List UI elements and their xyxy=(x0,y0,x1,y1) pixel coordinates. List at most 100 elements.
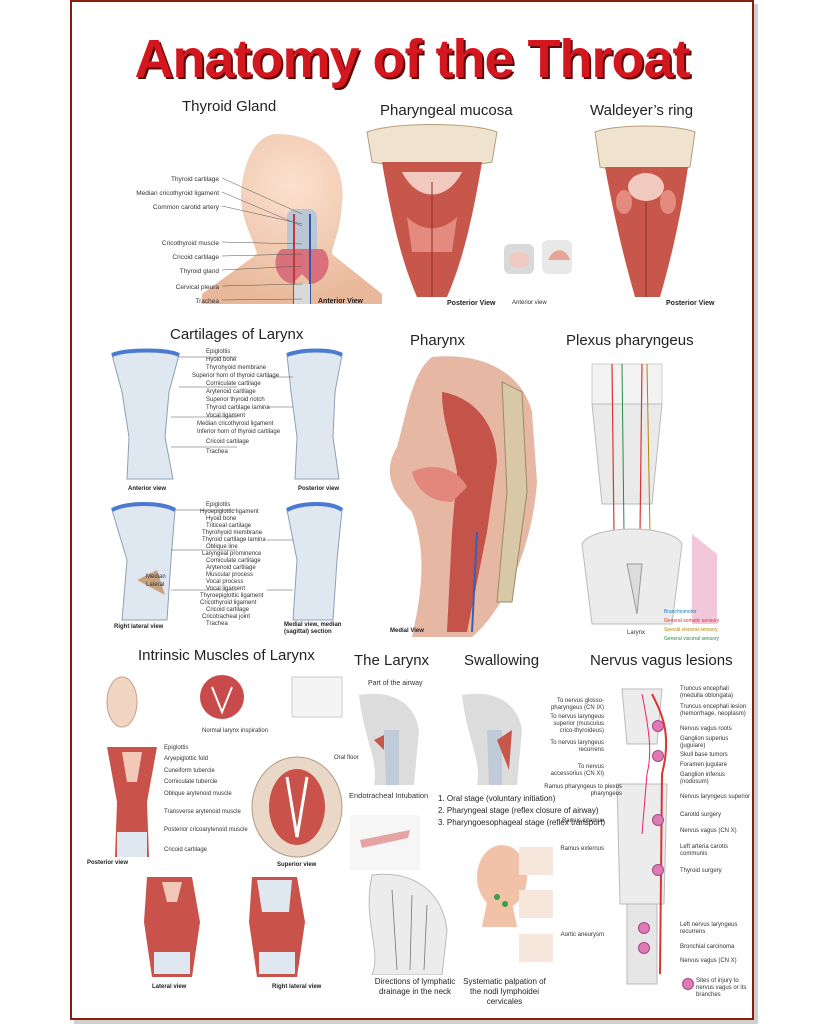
injury-site-marker xyxy=(652,814,664,826)
cartilage-label: Cricoid cartilage xyxy=(206,439,250,445)
cartilages-view-a: Anterior view xyxy=(128,486,167,492)
vagus-left-label: To nervus glosso-pharyngeus (CN IX) xyxy=(550,698,604,711)
intubation-illustration xyxy=(350,815,420,870)
vagus-right-label: Carotid surgery xyxy=(680,812,722,818)
palpation-caption: Systematic palpation of the nodi lymphoi… xyxy=(463,977,546,1006)
legend-item: Branchiomotor xyxy=(664,609,697,615)
legend-item: General somatic sensory xyxy=(664,618,720,624)
cartilages-view-d: Medial view, median (sagittal) section xyxy=(284,622,342,635)
vagus-left-label: To nervus accessorius (CN XI) xyxy=(550,764,604,777)
thyroid-heading: Thyroid Gland xyxy=(182,98,277,115)
vagus-right-label: Nervus laryngeus superior xyxy=(680,794,751,800)
palpation-head-illustration xyxy=(477,845,527,927)
vagus-right-label: Nervus vagus (CN X) xyxy=(680,958,737,964)
lymph-caption: Directions of lymphatic drainage in the … xyxy=(374,977,456,996)
cartilage-median-label: Median xyxy=(146,574,166,580)
vagus-heading: Nervus vagus lesions xyxy=(590,652,733,669)
thyroid-label-4: Cricoid cartilage xyxy=(172,254,219,261)
intrinsic-posterior-illustration xyxy=(107,747,157,857)
intrinsic-label: Aryepiglottic fold xyxy=(164,756,209,762)
intrinsic-lateral-illustration xyxy=(144,877,200,977)
cartilage-label: Median cricothyroid ligament xyxy=(197,421,274,427)
pharyngeal-mucosa-heading: Pharyngeal mucosa xyxy=(380,102,513,119)
swallowing-stage-2: 2. Pharyngeal stage (reflex closure of a… xyxy=(438,806,599,815)
thyroid-label-3: Cricothyroid muscle xyxy=(161,240,219,247)
waldeyer-heading: Waldeyer’s ring xyxy=(590,102,694,119)
poster: Anatomy of the Throat Thyroid Gland Thyr… xyxy=(70,0,754,1020)
larynx-sub: Part of the airway xyxy=(368,680,423,687)
plexus-larynx-label: Larynx xyxy=(627,630,646,636)
pharyngeal-mucosa-illustration xyxy=(366,124,498,297)
legend-item: General visceral sensory xyxy=(664,636,720,642)
cartilage-label: Superior horn of thyroid cartilage xyxy=(192,373,280,379)
vagus-right-label: Left nervus laryngeus recurrens xyxy=(680,922,738,935)
intrinsic-label: Posterior cricoarytenoid muscle xyxy=(164,827,248,833)
cartilages-top-illustration xyxy=(111,348,344,480)
vagus-left-label: Aortic aneurysm xyxy=(560,932,604,938)
intrinsic-view-c: Lateral view xyxy=(152,984,187,990)
cartilage-label: Arytenoid cartilage xyxy=(206,565,256,571)
thyroid-leaders xyxy=(222,177,302,301)
waldeyer-illustration xyxy=(594,125,696,297)
pharyngeal-mucosa-subview: Anterior view xyxy=(512,300,547,306)
intrinsic-view-b: Superior view xyxy=(277,862,317,868)
larynx-heading: The Larynx xyxy=(354,652,430,669)
cartilage-label: Inferior horn of thyroid cartilage xyxy=(197,429,281,435)
intrinsic-heading: Intrinsic Muscles of Larynx xyxy=(138,647,315,664)
vagus-right-label: Ganglion superius (jugulare) xyxy=(680,736,729,749)
vagus-right-label: Thyroid surgery xyxy=(680,868,722,874)
cartilage-label: Thyrohyoid membrane xyxy=(202,530,263,536)
waldeyer-view: Posterior View xyxy=(666,300,715,307)
vagus-right-label: Nervus vagus (CN X) xyxy=(680,828,737,834)
intrinsic-label: Cricoid cartilage xyxy=(164,847,208,853)
intrinsic-label: Cuneiform tubercle xyxy=(164,768,215,774)
swallowing-stage-3: 3. Pharyngoesophageal stage (reflex tran… xyxy=(438,818,606,827)
cartilage-label: Superior thyroid notch xyxy=(206,397,265,403)
cartilage-label: Vocal ligament xyxy=(206,413,246,419)
legend-item: Special visceral sensory xyxy=(664,627,718,633)
cartilages-bottom-illustration xyxy=(111,502,344,621)
thyroid-label-0: Thyroid cartilage xyxy=(170,176,219,183)
vagus-right-label: Foramen jugulare xyxy=(680,762,728,768)
vagus-left-label: Ramus externus xyxy=(560,846,604,852)
intrinsic-view-d: Right lateral view xyxy=(272,984,322,990)
mucosa-inset xyxy=(504,240,572,274)
poster-title: Anatomy of the Throat xyxy=(134,29,691,89)
vagus-left-label: Ramus internus xyxy=(561,818,604,824)
intrinsic-view-a: Posterior view xyxy=(87,860,129,866)
thyroid-label-6: Cervical pleura xyxy=(175,284,219,291)
swallowing-stage-1: 1. Oral stage (voluntary initiation) xyxy=(438,794,556,803)
cartilage-label: Hyoid bone xyxy=(206,516,237,522)
cartilage-lateral-label: Lateral xyxy=(146,582,165,588)
cartilage-label: Cricotracheal joint xyxy=(202,614,251,620)
plexus-illustration xyxy=(581,363,717,625)
thyroid-label-2: Common carotid artery xyxy=(152,204,219,211)
cartilage-label: Thyroepiglottic ligament xyxy=(200,593,264,599)
intrinsic-superior-illustration xyxy=(251,756,343,858)
cartilage-label: Corniculate cartilage xyxy=(206,381,261,387)
pharynx-illustration xyxy=(389,356,537,637)
vagus-right-label: Bronchial carcinoma xyxy=(680,944,735,950)
cartilages-view-c: Right lateral view xyxy=(114,624,164,630)
cartilage-label: Muscular process xyxy=(206,572,254,578)
intrinsic-right-lateral-illustration xyxy=(249,877,305,977)
vagus-left-label: Ramus pharyngeus to plexus pharyngeus xyxy=(544,784,622,797)
thyroid-illustration xyxy=(202,134,382,304)
injury-site-marker xyxy=(652,720,664,732)
intubation-label: Endotracheal Intubation xyxy=(349,791,429,800)
intrinsic-label: Epiglottis xyxy=(164,745,189,751)
cartilage-label: Triticeal cartilage xyxy=(206,523,252,529)
intrinsic-sub-caption: Normal larynx inspiration xyxy=(202,728,269,734)
intrinsic-label: Transverse arytenoid muscle xyxy=(164,809,241,815)
plexus-heading: Plexus pharyngeus xyxy=(566,332,694,349)
cartilage-label: Hyoid bone xyxy=(206,357,237,363)
cartilage-label: Vocal process xyxy=(206,579,244,585)
cartilages-heading: Cartilages of Larynx xyxy=(170,326,304,343)
larynx-side-label: Oral floor xyxy=(334,755,359,761)
legend-injury-marker xyxy=(682,978,694,990)
thyroid-label-1: Median cricothyroid ligament xyxy=(136,190,219,197)
vagus-left-label: To nervus laryngeus superior (musculus c… xyxy=(550,714,604,734)
swallowing-heading: Swallowing xyxy=(464,652,540,669)
cartilage-label: Corniculate cartilage xyxy=(206,558,261,564)
thyroid-label-7: Trachea xyxy=(195,298,219,305)
